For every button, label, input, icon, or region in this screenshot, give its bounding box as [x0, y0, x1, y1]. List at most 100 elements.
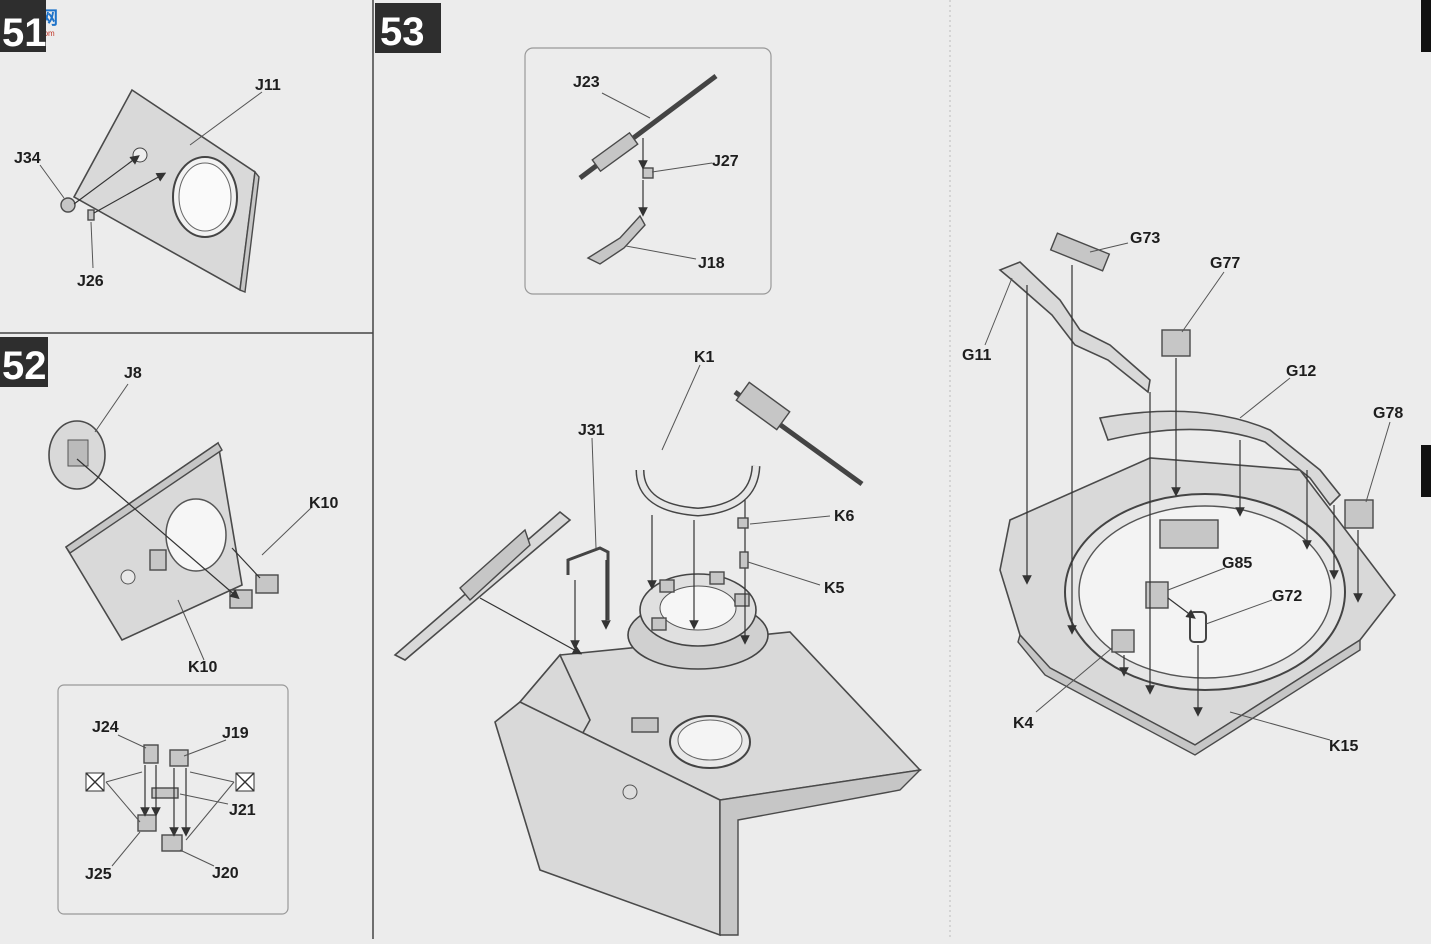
- label-j24: J24: [92, 719, 119, 736]
- floor-plate: [1159, 519, 1219, 549]
- cross-icon: [85, 772, 105, 792]
- leader-line: [1205, 599, 1273, 625]
- fitting: [622, 784, 638, 800]
- plate-edge: [239, 170, 260, 293]
- part-j24: [143, 744, 159, 764]
- leader-line: [183, 739, 227, 757]
- leader-line: [601, 92, 651, 119]
- hull-edge: [719, 768, 922, 936]
- step-53: 53 J23 J27 J18: [375, 3, 922, 937]
- part-g77: [1161, 329, 1191, 357]
- vision-block: [659, 579, 675, 593]
- bracket: [149, 549, 167, 571]
- leader-line: [105, 771, 143, 783]
- leader-line: [1229, 711, 1331, 741]
- gun-body: [735, 381, 791, 431]
- label-j27: J27: [712, 153, 739, 170]
- leader-line: [1089, 242, 1129, 253]
- leader-line: [749, 515, 831, 525]
- label-k10: K10: [309, 495, 338, 512]
- label-j21: J21: [229, 802, 256, 819]
- part-g12: [1098, 410, 1342, 507]
- leader-line: [1035, 647, 1113, 713]
- assembly-arrow: [231, 547, 261, 579]
- part-g11: [998, 261, 1151, 394]
- hull-front: [494, 701, 721, 937]
- assembly-arrow: [73, 155, 140, 205]
- part-j19: [169, 749, 189, 767]
- label-j25: J25: [85, 866, 112, 883]
- assembly-arrow: [1167, 597, 1196, 619]
- leader-line: [625, 245, 697, 260]
- label-k5: K5: [824, 580, 845, 597]
- assembly-arrow: [479, 597, 583, 655]
- step-52: 52 J8 K10 K10: [0, 337, 338, 915]
- part-j20: [161, 834, 183, 852]
- leader-line: [117, 734, 147, 749]
- label-j18: J18: [698, 255, 725, 272]
- periscope-block: [631, 717, 659, 733]
- mount-hole: [132, 147, 148, 163]
- detail-inset: [524, 47, 772, 295]
- step-number-box: [0, 337, 48, 387]
- edge-mark: [1421, 0, 1431, 52]
- leader-line: [1167, 567, 1226, 591]
- label-g78: G78: [1373, 405, 1403, 422]
- leader-line: [179, 849, 215, 867]
- cupola-opening: [659, 585, 737, 631]
- label-j26: J26: [77, 273, 104, 290]
- hatch-cover: [677, 719, 743, 761]
- gun-receiver: [591, 131, 639, 173]
- label-g85: G85: [1222, 555, 1252, 572]
- cross-icon: [235, 772, 255, 792]
- plate-edge: [65, 441, 223, 554]
- label-g11: G11: [962, 347, 991, 364]
- floor-edge: [1017, 633, 1361, 756]
- step-number-box: [0, 0, 46, 52]
- step-number: 51: [2, 11, 47, 55]
- leader-line: [177, 599, 205, 661]
- label-k6: K6: [834, 508, 855, 525]
- leader-line: [90, 221, 94, 269]
- leader-line: [94, 383, 129, 433]
- leader-line: [261, 506, 313, 556]
- leader-line: [1365, 421, 1391, 503]
- part-j34: [60, 197, 76, 213]
- leader-line: [111, 831, 141, 867]
- label-j19: J19: [222, 725, 249, 742]
- part-k10-upper: [255, 574, 279, 594]
- leader-line: [984, 277, 1013, 346]
- edge-mark: [1421, 445, 1431, 497]
- vision-block: [709, 571, 725, 585]
- label-k4: K4: [1013, 715, 1034, 732]
- label-k15: K15: [1329, 738, 1358, 755]
- leader-line: [179, 793, 229, 805]
- part-g85: [1145, 581, 1169, 609]
- part-j27: [642, 167, 654, 179]
- leader-line: [661, 364, 701, 451]
- bolt-head: [120, 569, 136, 585]
- part-k5: [739, 551, 749, 569]
- part-k10-lower: [229, 589, 253, 609]
- label-g12: G12: [1286, 363, 1316, 380]
- part-g72: [1189, 611, 1207, 643]
- step-number-box: [375, 3, 441, 53]
- mount-j18: [586, 214, 646, 265]
- label-j8: J8: [124, 365, 142, 382]
- vision-block: [651, 617, 667, 631]
- part-g73: [1049, 232, 1111, 272]
- leader-line: [1239, 377, 1291, 419]
- label-j20: J20: [212, 865, 239, 882]
- label-j34: J34: [14, 150, 41, 167]
- port-opening: [165, 498, 227, 572]
- assembly-arrow: [76, 458, 240, 600]
- label-g77: G77: [1210, 255, 1240, 272]
- part-k6: [737, 517, 749, 529]
- part-j25: [137, 814, 157, 832]
- handle-j31: [566, 546, 610, 620]
- leader-line: [189, 771, 235, 783]
- leader-line: [1181, 271, 1225, 333]
- step-51: 51 J11 J34 J26: [0, 0, 281, 293]
